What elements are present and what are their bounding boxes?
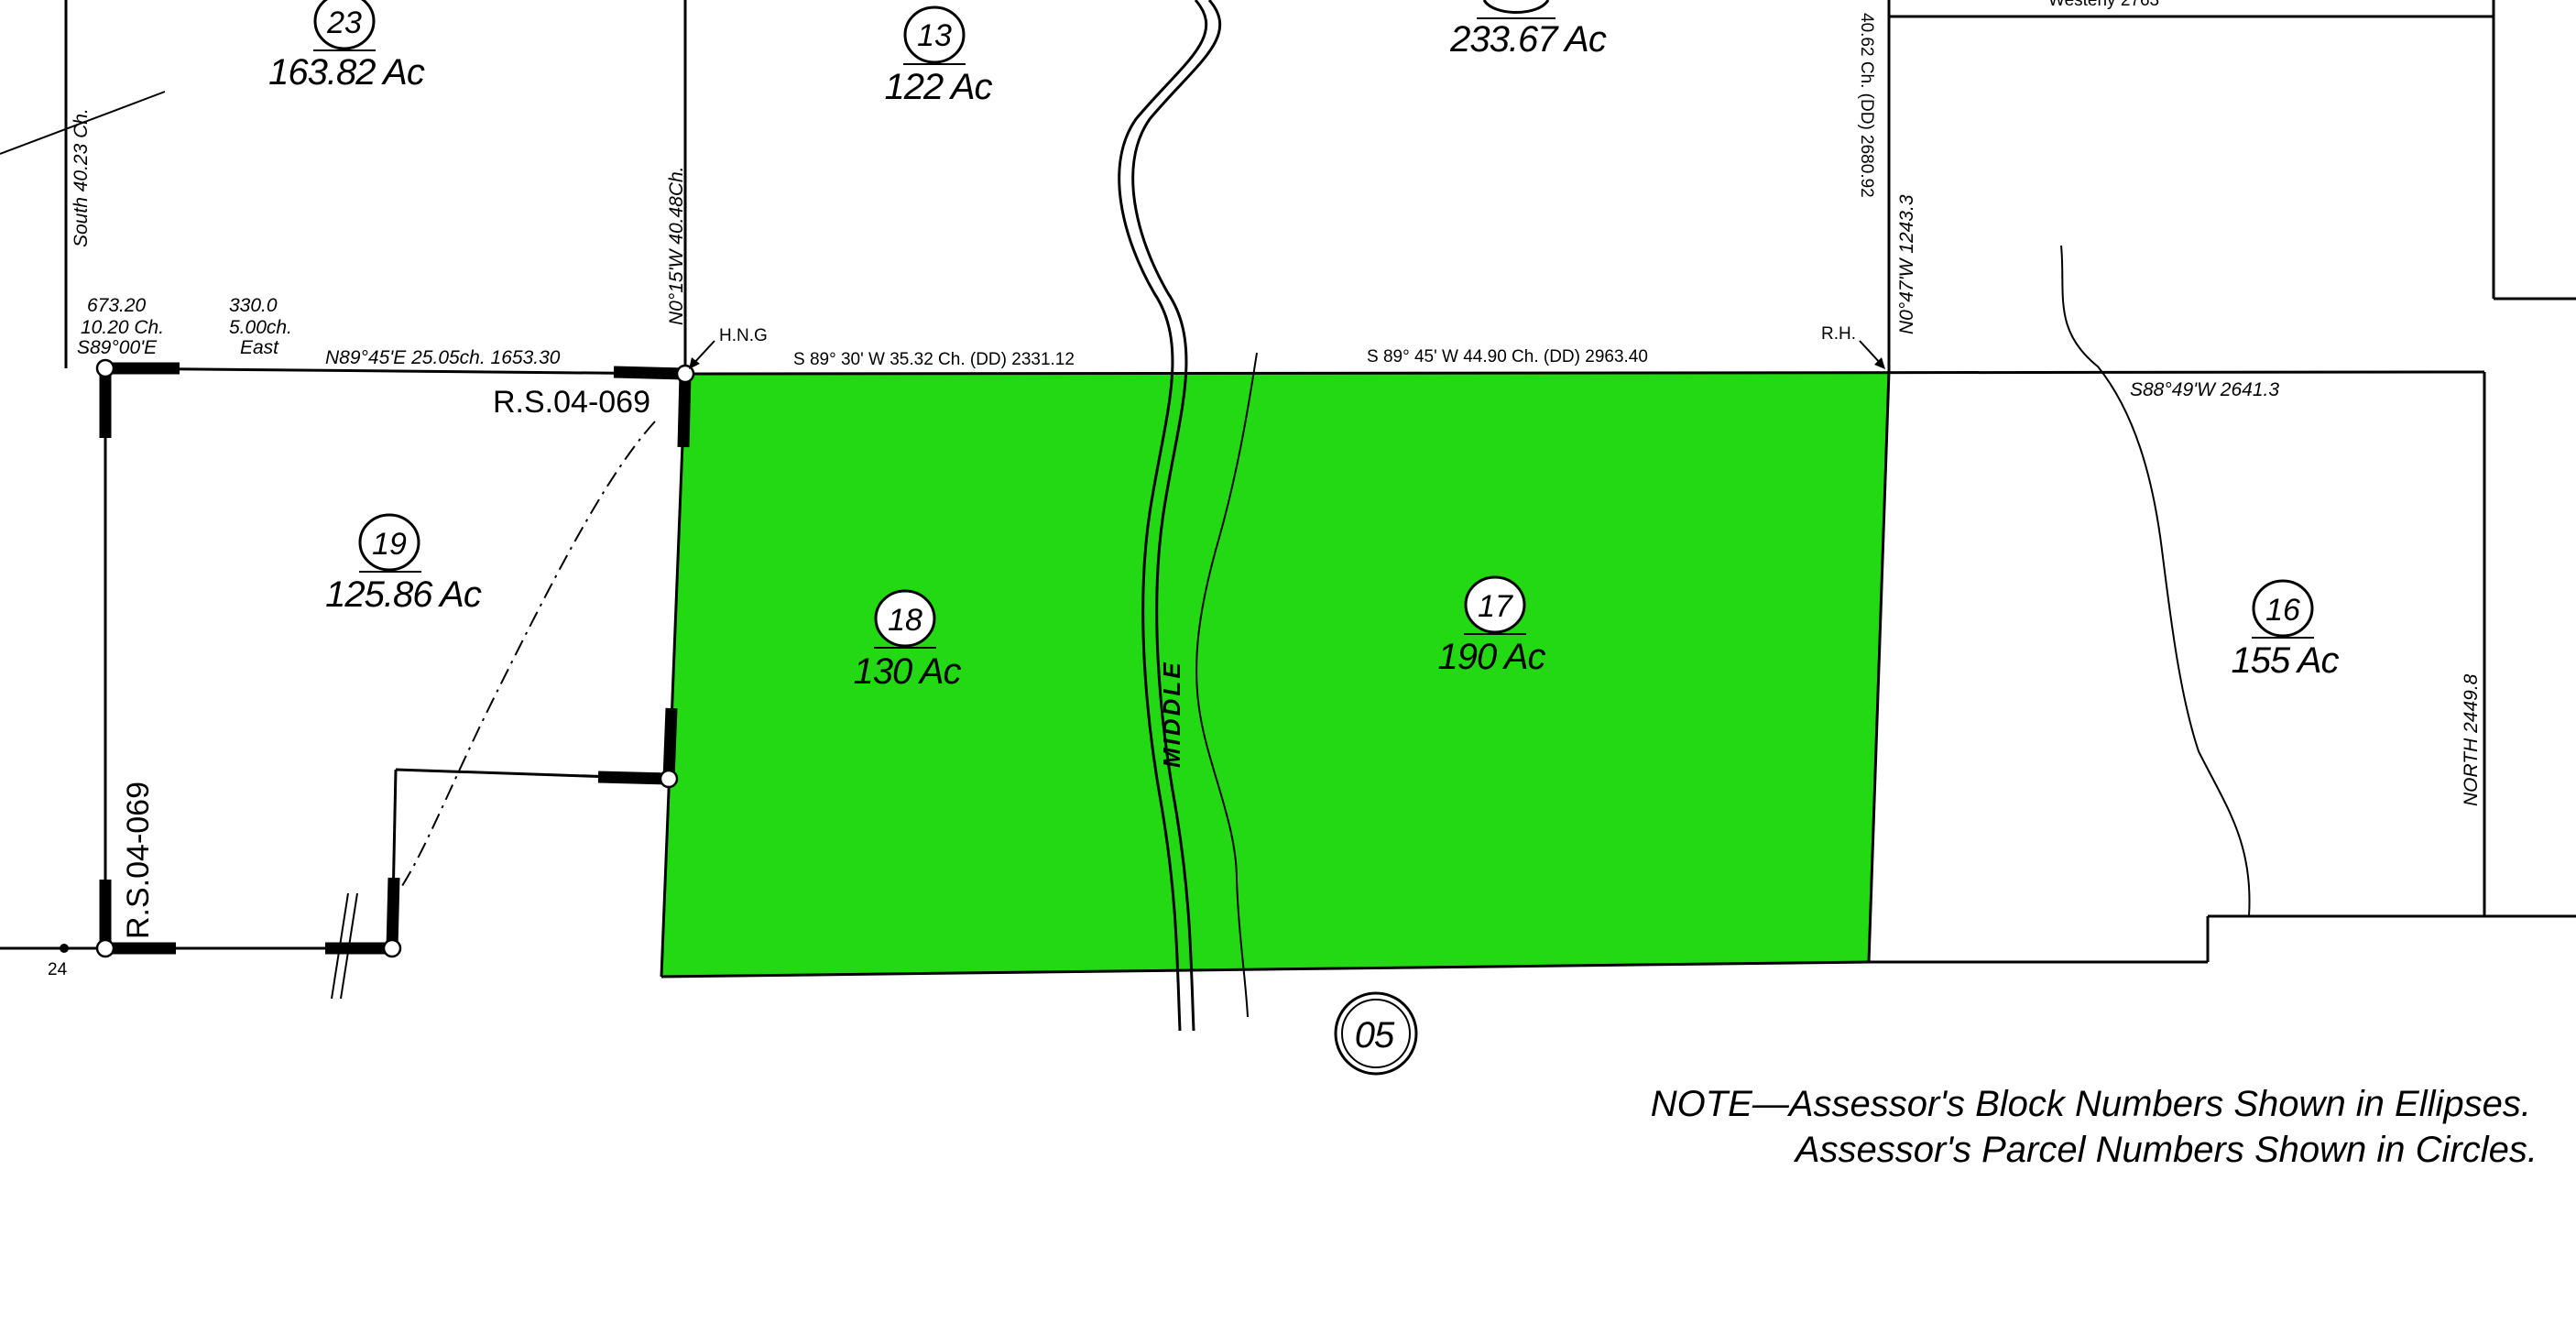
parcel-19[interactable]: 19 125.86 Ac bbox=[325, 513, 483, 615]
parcel-acres-top: 233.67 Ac bbox=[1449, 19, 1607, 60]
svg-text:N89°45'E 25.05ch. 1653.30: N89°45'E 25.05ch. 1653.30 bbox=[325, 347, 561, 368]
parcel-acres-19: 125.86 Ac bbox=[325, 574, 482, 615]
svg-text:673.20: 673.20 bbox=[87, 295, 147, 316]
svg-text:South 40.23 Ch.: South 40.23 Ch. bbox=[71, 108, 92, 247]
highlighted-parcels-18-17[interactable] bbox=[661, 372, 1889, 977]
svg-text:East: East bbox=[240, 337, 279, 358]
svg-text:S 89° 30' W 35.32 Ch. (DD): S 89° 30' W 35.32 Ch. (DD) 2331.12 bbox=[793, 350, 1075, 369]
block-05[interactable]: 05 bbox=[1334, 991, 1418, 1076]
svg-text:S89°00'E: S89°00'E bbox=[77, 337, 158, 358]
parcel-top[interactable]: 233.67 Ac bbox=[1449, 0, 1608, 60]
svg-text:S88°49'W 2641.3: S88°49'W 2641.3 bbox=[2130, 379, 2279, 400]
parcel-number-18: 18 bbox=[888, 603, 922, 638]
note-line-1: NOTE—Assessor's Block Numbers Shown in E… bbox=[1651, 1084, 2531, 1124]
record-of-survey-left: R.S.04-069 bbox=[121, 782, 156, 939]
svg-text:Westerly 2763: Westerly 2763 bbox=[2048, 0, 2159, 10]
svg-text:40.62 Ch. (DD) 2680.92: 40.62 Ch. (DD) 2680.92 bbox=[1857, 13, 1876, 198]
svg-text:S 89° 45' W 44.90 Ch. (DD): S 89° 45' W 44.90 Ch. (DD) 2963.40 bbox=[1367, 347, 1648, 366]
svg-text:H.N.G: H.N.G bbox=[719, 326, 768, 345]
parcel-acres-17: 190 Ac bbox=[1437, 637, 1545, 677]
block-number: 05 bbox=[1355, 1015, 1395, 1055]
svg-text:N0°47'W 1243.3: N0°47'W 1243.3 bbox=[1896, 194, 1917, 334]
parcel-number-19: 19 bbox=[372, 527, 407, 562]
svg-text:R.H.: R.H. bbox=[1821, 324, 1856, 344]
creek-label: MIDDLE bbox=[1158, 660, 1185, 768]
dash-dot-boundary bbox=[393, 421, 656, 899]
middle-creek bbox=[1118, 0, 2251, 1032]
parcel-acres-23: 163.82 Ac bbox=[268, 52, 425, 93]
parcel-acres-16: 155 Ac bbox=[2231, 640, 2339, 681]
parcel-16[interactable]: 16 155 Ac bbox=[2231, 579, 2341, 681]
svg-text:24: 24 bbox=[48, 960, 68, 979]
bearing-labels: 673.20 330.0 10.20 Ch. 5.00ch. S89°00'E … bbox=[48, 0, 2482, 979]
pointer-arrows bbox=[689, 340, 1885, 369]
parcel-number-23: 23 bbox=[326, 5, 362, 40]
parcel-acres-13: 122 Ac bbox=[884, 67, 992, 107]
parcel-13[interactable]: 13 122 Ac bbox=[884, 5, 994, 107]
parcel-number-16: 16 bbox=[2265, 593, 2300, 628]
parcel-acres-18: 130 Ac bbox=[853, 651, 961, 692]
svg-text:5.00ch.: 5.00ch. bbox=[229, 317, 292, 338]
svg-text:10.20 Ch.: 10.20 Ch. bbox=[81, 317, 164, 338]
parcel-boundaries bbox=[0, 0, 2576, 979]
survey-monument-marks bbox=[99, 362, 692, 955]
parcel-23[interactable]: 23 163.82 Ac bbox=[268, 0, 426, 93]
parcel-18[interactable]: 18 130 Ac bbox=[853, 589, 963, 692]
parcel-17[interactable]: 17 190 Ac bbox=[1437, 575, 1547, 677]
svg-text:N0°15'W 40.48Ch.: N0°15'W 40.48Ch. bbox=[666, 167, 687, 326]
svg-text:330.0: 330.0 bbox=[229, 295, 278, 316]
break-marks bbox=[331, 892, 358, 1000]
note-line-2: Assessor's Parcel Numbers Shown in Circl… bbox=[1794, 1130, 2538, 1170]
parcel-number-17: 17 bbox=[1478, 589, 1513, 624]
map-note: NOTE—Assessor's Block Numbers Shown in E… bbox=[1651, 1084, 2538, 1170]
svg-text:NORTH 2449.8: NORTH 2449.8 bbox=[2461, 673, 2482, 806]
survey-nodes bbox=[60, 358, 695, 958]
parcel-number-13: 13 bbox=[917, 18, 952, 53]
record-of-survey-top: R.S.04-069 bbox=[493, 385, 650, 420]
